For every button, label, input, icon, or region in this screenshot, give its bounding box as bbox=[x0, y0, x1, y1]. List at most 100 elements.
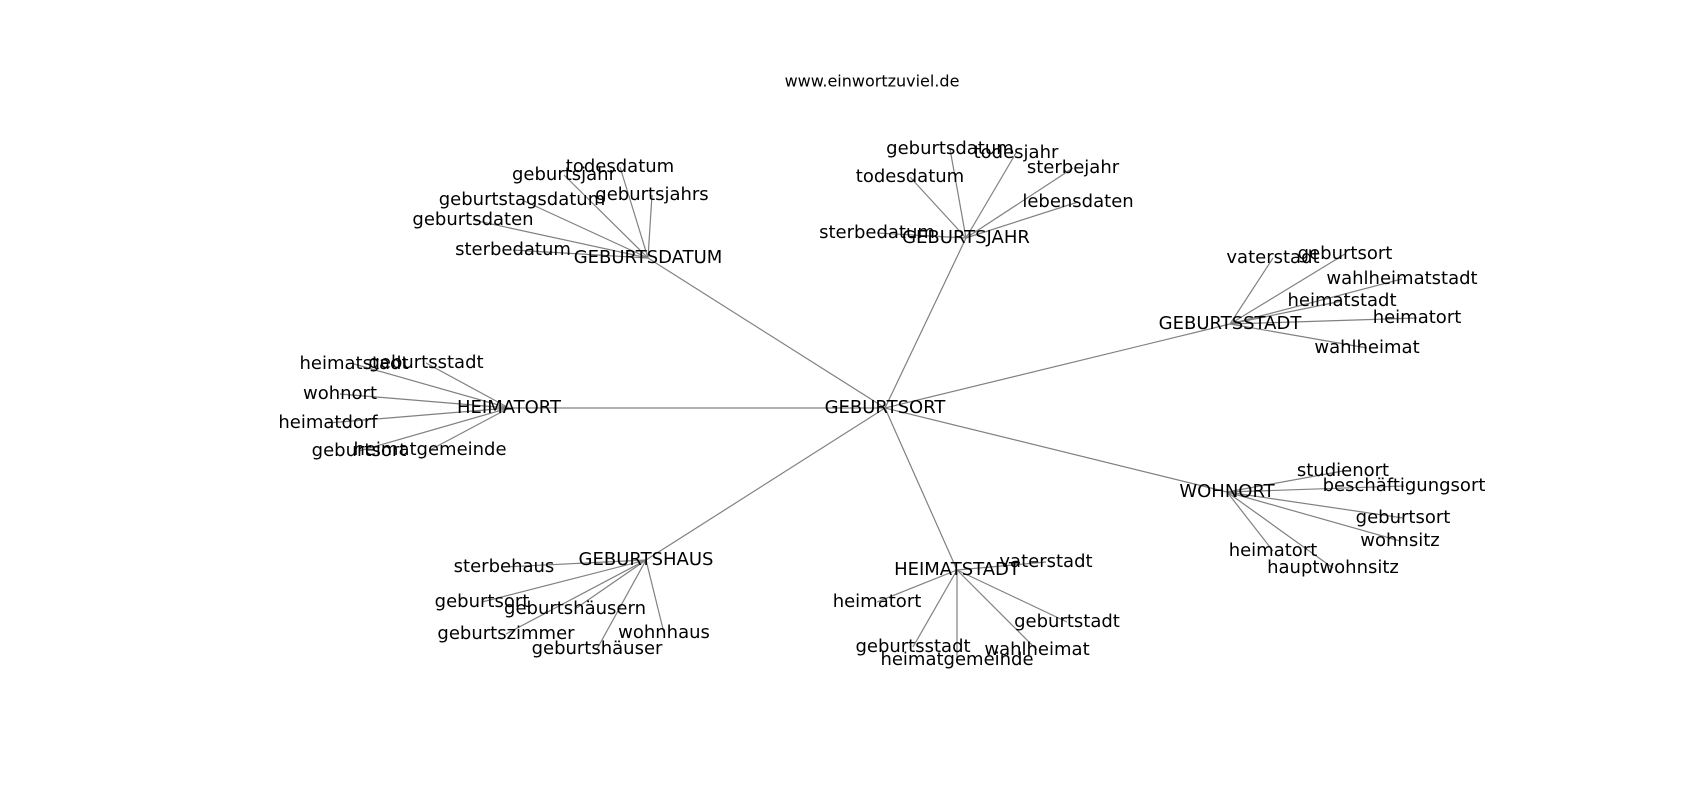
child-node-label: studienort bbox=[1297, 460, 1389, 481]
wohnort-to-wohnsitz-edge bbox=[1226, 491, 1401, 542]
geburtshaus-to-geburtsort-edge bbox=[481, 559, 647, 603]
geburtsstadt-to-wahlheimatstadt-edge bbox=[1229, 278, 1403, 325]
wohnort-to-heimatort-edge bbox=[1226, 491, 1274, 552]
geburtsstadt-to-heimatstadt-edge bbox=[1229, 300, 1343, 325]
child-node-label: geburtsort bbox=[312, 440, 407, 461]
child-node-label: geburtshäusern bbox=[504, 598, 646, 619]
group-node-label: HEIMATORT bbox=[457, 397, 562, 418]
geburtsjahr-to-lebensdaten-edge bbox=[965, 201, 1079, 239]
geburtsdatum-to-geburtstagsdatum-edge bbox=[521, 199, 649, 259]
child-node-label: geburtsstadt bbox=[368, 352, 483, 373]
wohnort-to-studienort-edge bbox=[1226, 470, 1344, 493]
group-node-label: GEBURTSHAUS bbox=[579, 549, 714, 570]
root-to-wohnort-edge bbox=[884, 407, 1228, 493]
geburtsjahr-to-todesdatum-edge bbox=[909, 176, 967, 239]
geburtshaus-to-geburtszimmer-edge bbox=[505, 559, 647, 635]
child-node-label: geburtshäuser bbox=[532, 638, 663, 659]
group-node-label: WOHNORT bbox=[1179, 481, 1275, 502]
child-node-label: beschäftigungsort bbox=[1323, 475, 1486, 496]
child-node-label: sterbedatum bbox=[819, 222, 935, 243]
heimatort-to-heimatdorf-edge bbox=[327, 407, 510, 424]
child-node-label: geburtsstadt bbox=[855, 636, 970, 657]
child-node-label: vaterstadt bbox=[1226, 247, 1319, 268]
geburtsdatum-to-geburtsdaten-edge bbox=[472, 219, 649, 259]
geburtshaus-to-sterbehaus-edge bbox=[503, 559, 647, 568]
geburtshaus-to-wohnhaus-edge bbox=[645, 559, 665, 634]
child-node-label: geburtstagsdatum bbox=[439, 189, 606, 210]
geburtsstadt-to-wahlheimat-edge bbox=[1229, 323, 1368, 349]
child-node-label: wohnort bbox=[303, 383, 377, 404]
child-node-label: wohnhaus bbox=[618, 622, 710, 643]
source-url-label: www.einwortzuviel.de bbox=[785, 72, 960, 91]
group-node-label: GEBURTSDATUM bbox=[574, 247, 723, 268]
child-node-label: heimatdorf bbox=[278, 412, 378, 433]
child-node-label: wahlheimatstadt bbox=[1326, 268, 1477, 289]
group-node-label: HEIMATSTADT bbox=[894, 559, 1021, 580]
child-node-label: geburtsdaten bbox=[412, 209, 533, 230]
geburtsjahr-to-sterbedatum-edge bbox=[876, 232, 967, 239]
child-node-label: heimatgemeinde bbox=[353, 439, 506, 460]
root-to-heimatstadt-edge bbox=[884, 407, 958, 571]
heimatstadt-to-wahlheimat-edge bbox=[956, 569, 1038, 651]
group-node-label: GEBURTSSTADT bbox=[1159, 313, 1303, 334]
geburtshaus-to-geburtshäusern-edge bbox=[574, 559, 647, 610]
child-node-label: geburtsort bbox=[435, 591, 530, 612]
child-node-label: heimatort bbox=[1229, 540, 1318, 561]
heimatstadt-to-vaterstadt-edge bbox=[956, 561, 1047, 571]
root-to-geburtsdatum-edge bbox=[647, 257, 886, 409]
child-node-label: heimatort bbox=[833, 591, 922, 612]
child-node-label: heimatstadt bbox=[299, 353, 408, 374]
child-node-label: sterbedatum bbox=[455, 239, 571, 260]
geburtshaus-to-geburtshäuser-edge bbox=[596, 559, 647, 650]
geburtsdatum-to-geburtsjahrs-edge bbox=[647, 194, 653, 259]
edges-layer bbox=[327, 148, 1418, 660]
child-node-label: geburtszimmer bbox=[437, 623, 575, 644]
heimatstadt-to-geburtsstadt-edge bbox=[912, 569, 958, 648]
geburtsdatum-to-sterbedatum-edge bbox=[512, 249, 649, 259]
child-node-label: hauptwohnsitz bbox=[1267, 557, 1399, 578]
child-node-label: sterbehaus bbox=[454, 556, 555, 577]
wohnort-to-beschäftigungsort-edge bbox=[1226, 485, 1405, 493]
heimatort-to-geburtsstadt-edge bbox=[425, 362, 510, 409]
geburtsjahr-to-todesjahr-edge bbox=[965, 152, 1017, 239]
child-node-label: todesdatum bbox=[566, 156, 674, 177]
geburtsstadt-to-geburtsort-edge bbox=[1229, 253, 1346, 325]
child-node-label: todesdatum bbox=[856, 166, 964, 187]
labels-layer: www.einwortzuviel.de GEBURTSORT todesdat… bbox=[278, 72, 1485, 671]
geburtsstadt-to-heimatort-edge bbox=[1229, 317, 1418, 325]
child-node-label: lebensdaten bbox=[1022, 191, 1133, 212]
child-node-label: wohnsitz bbox=[1360, 530, 1439, 551]
heimatort-to-geburtsort-edge bbox=[358, 407, 510, 452]
child-node-label: geburtsjahrs bbox=[595, 184, 708, 205]
child-node-label: geburtsort bbox=[1298, 243, 1393, 264]
child-node-label: todesjahr bbox=[974, 142, 1059, 163]
geburtsstadt-to-vaterstadt-edge bbox=[1229, 257, 1274, 325]
geburtsdatum-to-geburtsjahr-edge bbox=[563, 174, 649, 259]
child-node-label: heimatstadt bbox=[1287, 290, 1396, 311]
root-to-geburtsstadt-edge bbox=[884, 323, 1231, 409]
child-node-label: geburtsjahr bbox=[512, 164, 617, 185]
heimatort-to-heimatgemeinde-edge bbox=[429, 407, 510, 451]
child-node-label: heimatort bbox=[1373, 307, 1462, 328]
wohnort-to-hauptwohnsitz-edge bbox=[1226, 491, 1334, 569]
group-node-label: GEBURTSJAHR bbox=[902, 227, 1030, 248]
child-node-label: geburtsdatum bbox=[886, 138, 1014, 159]
heimatstadt-to-geburtstadt-edge bbox=[956, 569, 1068, 623]
heimatort-to-heimatstadt-edge bbox=[353, 363, 510, 409]
geburtsjahr-to-sterbejahr-edge bbox=[965, 167, 1074, 239]
child-node-label: vaterstadt bbox=[999, 551, 1092, 572]
root-to-geburtsjahr-edge bbox=[884, 237, 967, 409]
child-node-label: wahlheimat bbox=[984, 639, 1089, 660]
root-to-geburtshaus-edge bbox=[645, 407, 886, 561]
child-node-label: geburtsort bbox=[1356, 507, 1451, 528]
wohnort-to-geburtsort-edge bbox=[1226, 491, 1404, 519]
child-node-label: sterbejahr bbox=[1027, 157, 1120, 178]
child-node-label: wahlheimat bbox=[1314, 337, 1419, 358]
child-node-label: heimatgemeinde bbox=[880, 649, 1033, 670]
geburtsdatum-to-todesdatum-edge bbox=[619, 166, 649, 259]
heimatort-to-wohnort-edge bbox=[339, 393, 510, 409]
geburtsjahr-to-geburtsdatum-edge bbox=[949, 148, 967, 239]
child-node-label: geburtstadt bbox=[1014, 611, 1120, 632]
heimatstadt-to-heimatort-edge bbox=[876, 569, 958, 603]
